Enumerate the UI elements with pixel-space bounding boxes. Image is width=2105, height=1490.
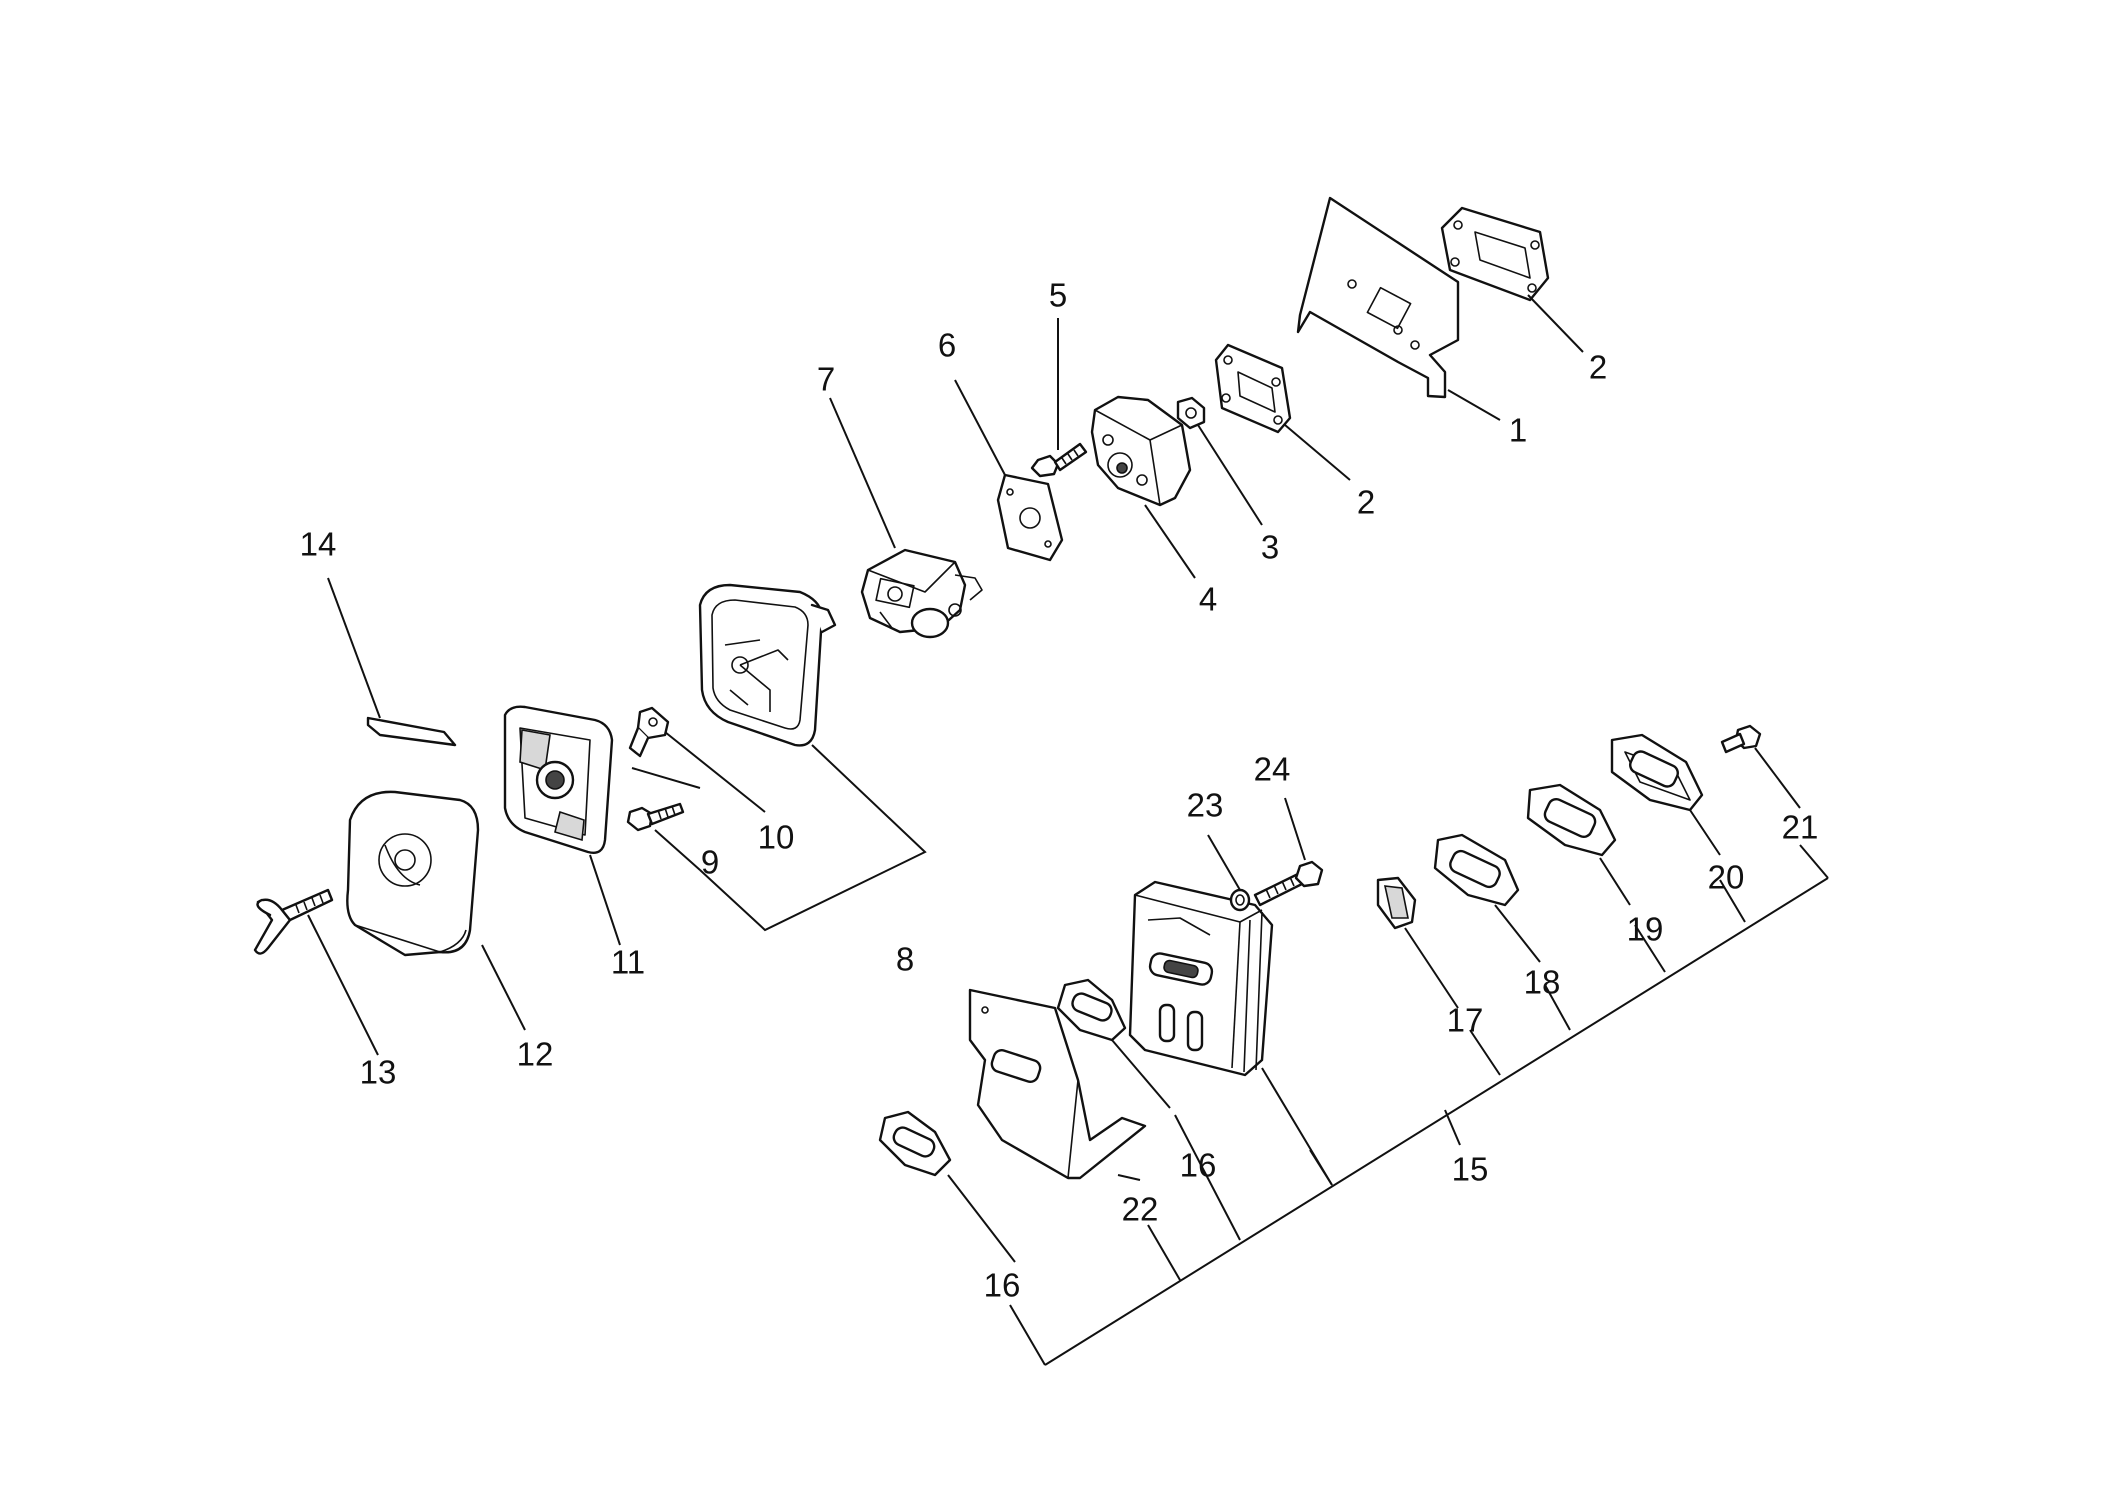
callout-23: 23: [1187, 787, 1224, 824]
part-gasket-16-lower: [878, 1110, 952, 1177]
part-wing-knob: [253, 888, 334, 955]
part-muffler-shield: [968, 988, 1147, 1180]
callout-18: 18: [1524, 964, 1561, 1001]
callout-12: 12: [517, 1036, 554, 1073]
part-filter-pad: [366, 716, 457, 747]
part-gasket-16-upper: [1056, 978, 1127, 1042]
callout-2-upper: 2: [1589, 349, 1607, 386]
leader-lines: [307, 294, 1829, 1366]
callout-19: 19: [1627, 911, 1664, 948]
part-gasket-18: [1433, 833, 1520, 907]
part-bolt-24: [1253, 860, 1324, 907]
part-washer: [1229, 888, 1251, 912]
callout-7: 7: [817, 361, 835, 398]
part-air-cleaner-cover: [346, 790, 480, 957]
part-bolt-9: [626, 802, 685, 832]
part-gasket-upper: [1440, 206, 1550, 302]
part-gasket-middle: [1214, 343, 1292, 434]
callout-16-lower: 16: [984, 1267, 1021, 1304]
callout-14: 14: [300, 526, 337, 563]
callout-20: 20: [1708, 859, 1745, 896]
callout-9: 9: [701, 844, 719, 881]
part-gasket-19: [1526, 783, 1617, 857]
part-muffler: [1128, 880, 1274, 1077]
part-bolt-5: [1030, 442, 1088, 478]
callout-13: 13: [360, 1054, 397, 1091]
callout-21: 21: [1782, 809, 1819, 846]
part-filter-element: [503, 705, 614, 854]
callout-10: 10: [758, 819, 795, 856]
callout-24: 24: [1254, 751, 1291, 788]
part-gasket-6: [996, 473, 1064, 562]
callout-6: 6: [938, 327, 956, 364]
callout-labels: 1 2 2 3 4 5 6 7 8 9 10 11 12 13 14 15 16…: [300, 277, 1819, 1304]
callout-8: 8: [896, 941, 914, 978]
callout-4: 4: [1199, 581, 1217, 618]
callout-3: 3: [1261, 529, 1279, 566]
part-plate-20: [1610, 733, 1704, 812]
part-insulator: [1090, 395, 1192, 507]
part-nut: [1176, 396, 1206, 430]
callout-17: 17: [1447, 1002, 1484, 1039]
callout-15: 15: [1452, 1151, 1489, 1188]
part-bracket-10: [628, 706, 670, 758]
part-spark-screen: [1376, 876, 1417, 930]
part-screw-21: [1720, 724, 1762, 754]
callout-22: 22: [1122, 1191, 1159, 1228]
part-carburetor: [860, 548, 983, 639]
part-heat-shield-plate: [1296, 196, 1460, 399]
callout-1: 1: [1509, 412, 1527, 449]
callout-11: 11: [611, 944, 645, 981]
callout-5: 5: [1049, 277, 1067, 314]
callout-16-upper: 16: [1180, 1147, 1217, 1184]
part-air-cleaner-case: [698, 583, 837, 747]
callout-2-middle: 2: [1357, 484, 1375, 521]
